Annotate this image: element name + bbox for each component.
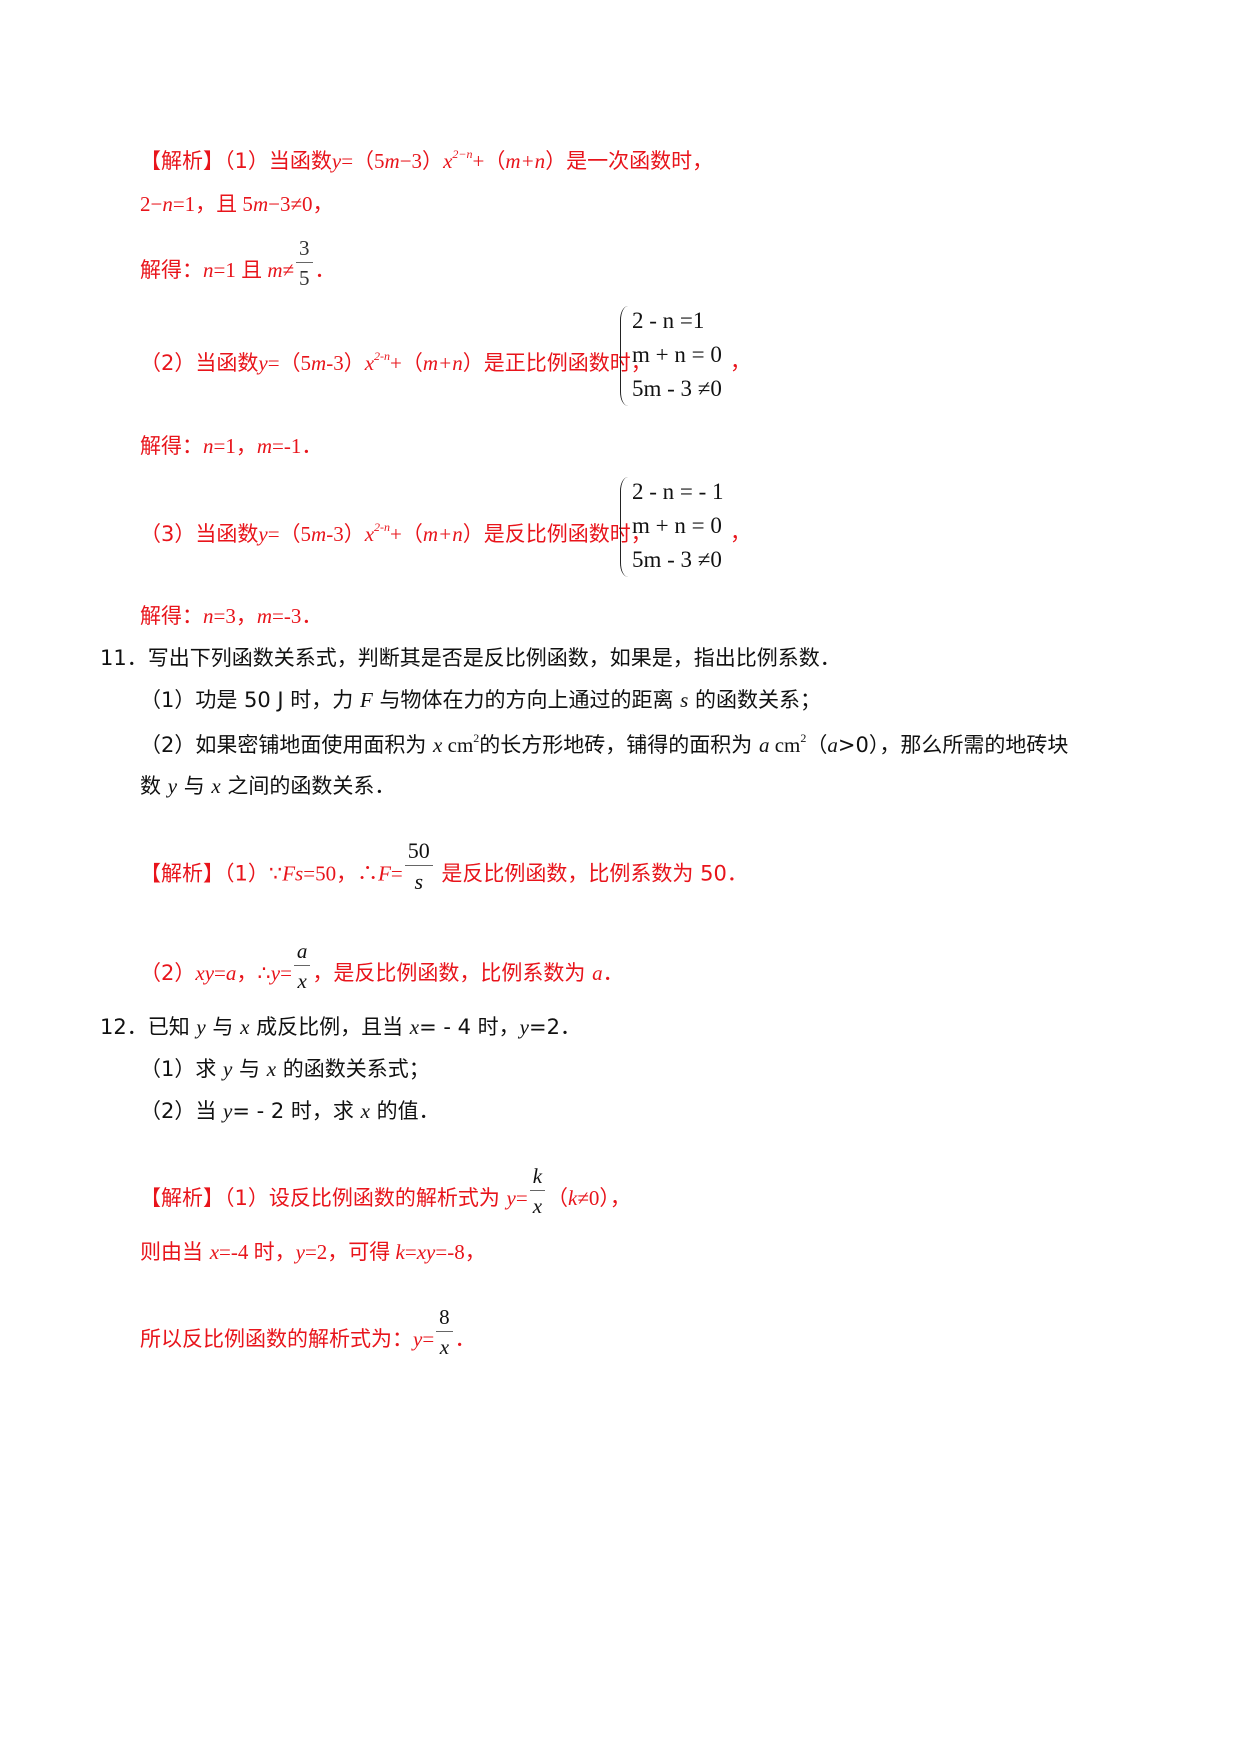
question-part: （2）当 y= - 2 时，求 x 的值． bbox=[140, 1099, 440, 1123]
equation-row: 2 - n = - 1 bbox=[632, 479, 724, 504]
solution-line: 2−n=1，且 5m−3≠0， bbox=[140, 192, 334, 216]
equation-system: 2 - n =1 m + n = 0 5m - 3 ≠0 bbox=[620, 300, 730, 410]
question-part: （1）功是 50 J 时，力 F 与物体在力的方向上通过的距离 s 的函数关系； bbox=[140, 688, 822, 712]
solution-line: 解得：n=1，m=-1． bbox=[140, 434, 323, 458]
solution-tag: 【解析】 bbox=[140, 861, 224, 886]
question-part: （1）求 y 与 x 的函数关系式； bbox=[140, 1057, 430, 1081]
brace bbox=[620, 477, 629, 577]
brace bbox=[620, 306, 629, 406]
equation-row: 5m - 3 ≠0 bbox=[632, 376, 722, 401]
question-12-stem: 12．已知 y 与 x 成反比例，且当 x= - 4 时，y=2． bbox=[100, 1015, 581, 1039]
equation-row: m + n = 0 bbox=[632, 513, 722, 538]
question-part: 数 y 与 x 之间的函数关系． bbox=[140, 774, 396, 798]
solution-line: 则由当 x=-4 时，y=2，可得 k=xy=-8， bbox=[140, 1240, 486, 1264]
solution-line: 【解析】（1）当函数y=（5m−3）x2−n+（m+n）是一次函数时， bbox=[140, 147, 714, 173]
solution-tag: 【解析】 bbox=[140, 1186, 224, 1211]
equation-row: 2 - n =1 bbox=[632, 308, 705, 333]
solution-tag: 【解析】 bbox=[140, 149, 224, 173]
solution-line: （2）当函数y=（5m-3）x2-n+（m+n）是正比例函数时， bbox=[140, 349, 652, 375]
question-part: （2）如果密铺地面使用面积为 x cm2的长方形地砖，铺得的面积为 a cm2（… bbox=[140, 731, 1069, 757]
solution-line: （3）当函数y=（5m-3）x2-n+（m+n）是反比例函数时， bbox=[140, 520, 652, 546]
equation-system: 2 - n = - 1 m + n = 0 5m - 3 ≠0 bbox=[620, 471, 740, 581]
question-11-stem: 11．写出下列函数关系式，判断其是否是反比例函数，如果是，指出比例系数． bbox=[100, 646, 841, 670]
solution-line: 解得：n=3，m=-3． bbox=[140, 604, 323, 628]
equation-row: m + n = 0 bbox=[632, 342, 722, 367]
equation-row: 5m - 3 ≠0 bbox=[632, 547, 722, 572]
